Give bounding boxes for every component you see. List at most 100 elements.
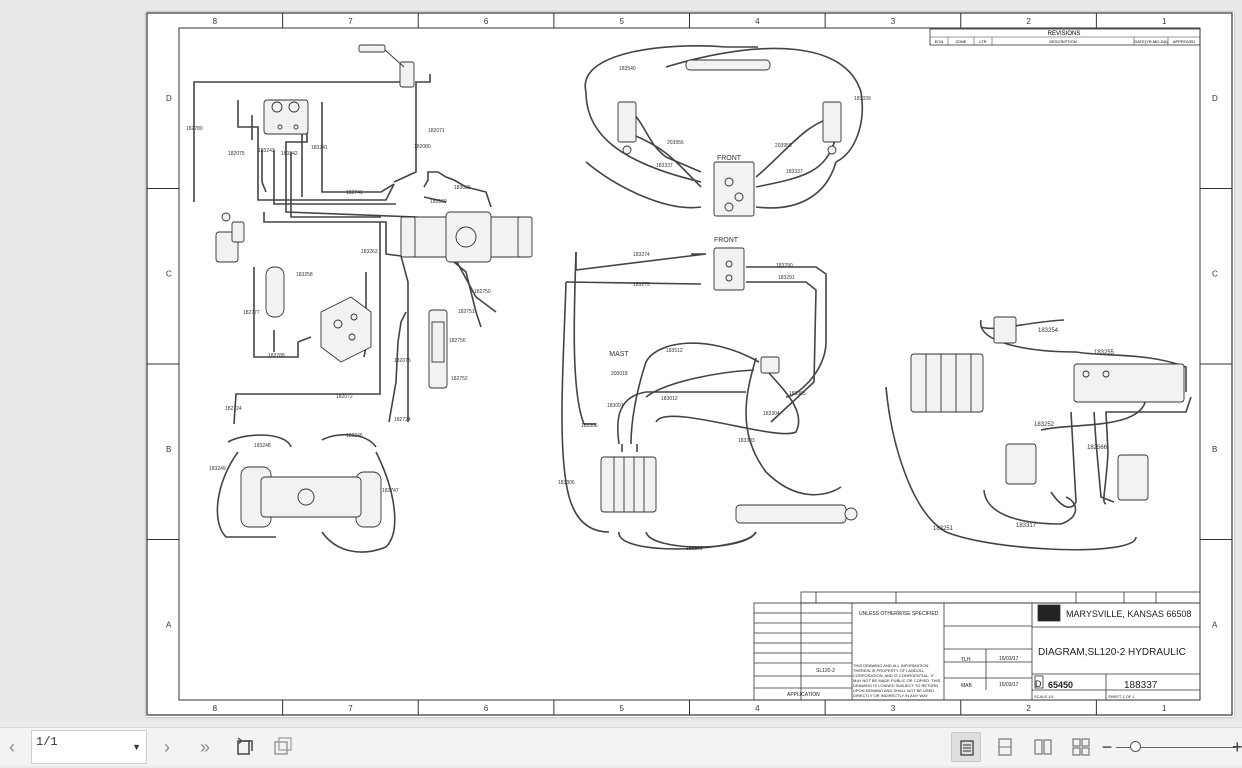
front-label-top: FRONT: [717, 155, 742, 162]
inner-border: [178, 27, 1201, 701]
confidentiality-note: THIS DRAWING AND ALL INFORMATION THEREIN…: [853, 663, 941, 699]
left-boom-cylinder: [617, 101, 637, 143]
zoom-out-button[interactable]: −: [1101, 737, 1113, 757]
zone-row-label-left: A: [166, 620, 172, 629]
previous-page-button[interactable]: ‹: [9, 737, 15, 757]
solenoid-valve: [1005, 443, 1037, 485]
two-page-view-icon[interactable]: [1028, 732, 1058, 762]
right-boom-cylinder: [822, 101, 842, 143]
zone-column-label-top: 3: [891, 17, 896, 26]
part-number-label: 183258: [296, 272, 313, 278]
model-name: SL120-2: [816, 668, 835, 674]
checked-by: MAB: [961, 683, 973, 689]
part-number-label: 200018: [611, 371, 628, 377]
part-number-label: 182072: [336, 394, 353, 400]
part-number-label: 183317: [1016, 523, 1037, 529]
part-number-label: 183540: [619, 66, 636, 72]
steering-valve: [263, 99, 309, 135]
part-number-label: 183291: [778, 275, 795, 281]
hose-lines: [193, 45, 1192, 553]
zone-column-label-bottom: 6: [484, 704, 489, 713]
part-number-label: 182747: [382, 488, 399, 494]
zoom-slider-track[interactable]: [1116, 747, 1236, 748]
zone-column-label-bottom: 8: [213, 704, 218, 713]
drawing-number: 188337: [1124, 680, 1158, 691]
page-number-value: 1/1: [36, 735, 58, 749]
part-number-label: 183306: [558, 480, 575, 486]
part-number-label: 183249: [209, 466, 226, 472]
part-number-label: 203956: [667, 140, 684, 146]
part-number-label: 182071: [428, 128, 445, 134]
top-cylinder: [685, 59, 771, 71]
continuous-view-icon[interactable]: [990, 732, 1020, 762]
copy-page-icon[interactable]: [268, 732, 298, 762]
part-number-label: 182724: [225, 406, 242, 412]
unless-specified: UNLESS OTHERWISE SPECIFIED: [859, 611, 939, 617]
single-page-view-icon[interactable]: [951, 732, 981, 762]
sheet-count: SHEET 1 OF 1: [1108, 694, 1135, 699]
revisions-title: REVISIONS: [1048, 31, 1081, 37]
zone-row-label-right: C: [1212, 269, 1218, 278]
zone-column-label-bottom: 5: [619, 704, 624, 713]
annotations: FRONT FRONT MAST: [609, 155, 742, 358]
part-number-label: 183254: [1038, 328, 1059, 334]
mast-label: MAST: [609, 351, 629, 358]
part-number-label: 182780: [186, 126, 203, 132]
components: [215, 44, 1185, 528]
pump: [1117, 454, 1149, 501]
zone-column-label-bottom: 4: [755, 704, 760, 713]
part-number-label: 183337: [656, 163, 673, 169]
part-number-label: 182756: [449, 338, 466, 344]
auxiliary-valve-stack: [910, 353, 984, 413]
zone-column-label-bottom: 1: [1162, 704, 1167, 713]
confidentiality-note-text: THIS DRAWING AND ALL INFORMATION THEREIN…: [853, 663, 941, 699]
part-number-label: 183159: [430, 199, 447, 205]
zone-column-label-top: 5: [619, 17, 624, 26]
joystick-handle: [358, 44, 386, 53]
date-checked: 15/03/17: [999, 682, 1019, 688]
zone-column-label-top: 1: [1162, 17, 1167, 26]
next-page-button[interactable]: ›: [164, 737, 170, 757]
page-selector[interactable]: 1/1 ▼: [31, 730, 147, 764]
front-label-mid: FRONT: [714, 237, 739, 244]
part-number-label: 203956: [775, 143, 792, 149]
part-number-label: 183274: [633, 252, 650, 258]
grid-view-icon[interactable]: [1066, 732, 1096, 762]
drawing-size: D: [1035, 679, 1042, 689]
part-number-label: 182075: [228, 151, 245, 157]
zone-column-label-bottom: 2: [1026, 704, 1031, 713]
part-number-label: 183035: [454, 185, 471, 191]
last-page-button[interactable]: »: [199, 737, 210, 757]
rotate-page-icon[interactable]: [230, 732, 260, 762]
part-number-label: 182724: [394, 417, 411, 423]
pilot-valve: [993, 316, 1017, 344]
part-number-label: 183512: [666, 348, 683, 354]
drawing-title: DIAGRAM,SL120-2 HYDRAULIC: [1038, 647, 1186, 658]
revisions-block: REVISIONS ECN ZONE LTR DESCRIPTION DATE(…: [929, 28, 1201, 46]
part-number-label: 182566: [1087, 445, 1108, 451]
part-number-label: 183248: [254, 443, 271, 449]
viewer-toolbar: ‹ 1/1 ▼ › » − +: [0, 727, 1242, 766]
part-number-label: 183305: [789, 391, 806, 397]
zone-column-label-top: 6: [484, 17, 489, 26]
rev-col-ecn: ECN: [935, 39, 944, 44]
zone-column-label-top: 2: [1026, 17, 1031, 26]
front-manifold-middle: [713, 247, 745, 291]
part-number-label: 182080: [414, 144, 431, 150]
part-number-label: 182750: [474, 289, 491, 295]
zoom-in-button[interactable]: +: [1232, 737, 1242, 757]
front-manifold-top: [713, 161, 755, 217]
zoom-slider-handle[interactable]: [1130, 741, 1141, 752]
zone-column-label-top: 8: [213, 17, 218, 26]
zone-row-label-left: C: [166, 269, 172, 278]
valve-block: [320, 296, 372, 363]
zone-ticks: [147, 13, 1232, 715]
zone-column-label-top: 4: [755, 17, 760, 26]
part-number-label: 183304: [763, 411, 780, 417]
company-location: MARYSVILLE, KANSAS 66508: [1066, 609, 1191, 619]
tilt-cylinder: [735, 504, 847, 524]
